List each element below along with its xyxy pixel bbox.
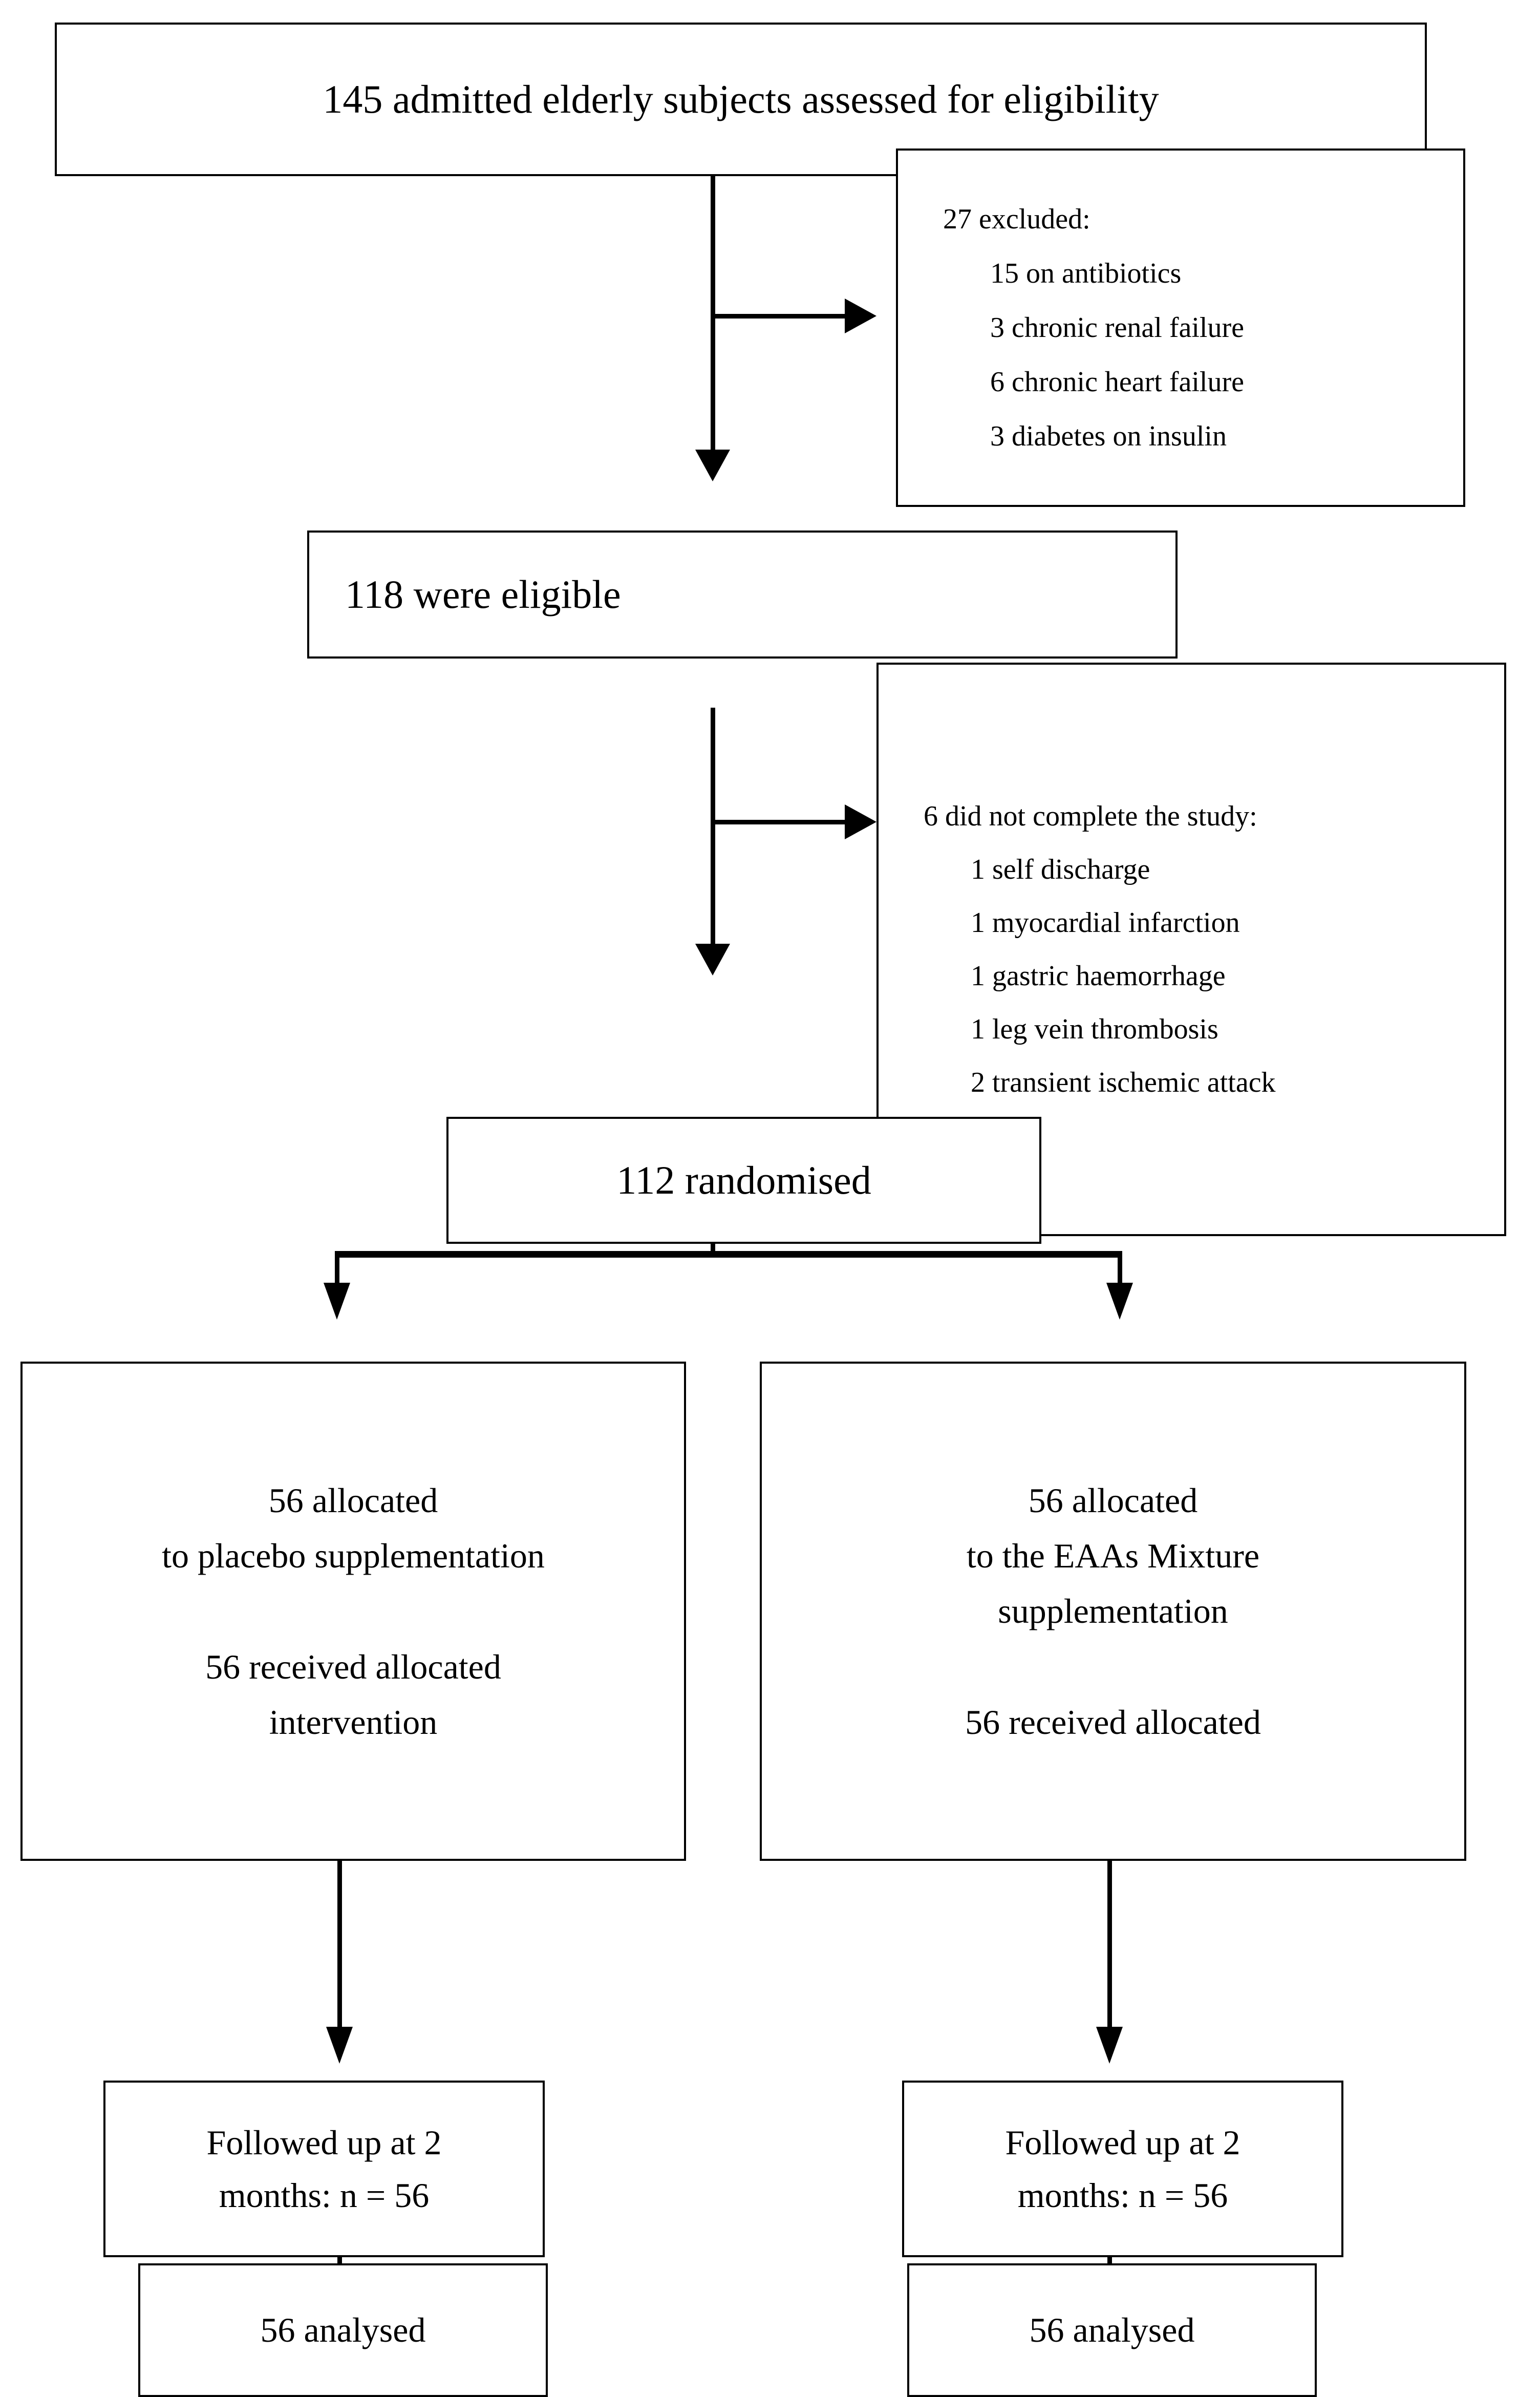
followup-eaas-line: months: n = 56 <box>1017 2175 1228 2215</box>
followup-eaas-line: Followed up at 2 <box>1005 2123 1240 2162</box>
node-followup-placebo: Followed up at 2 months: n = 56 <box>103 2081 545 2257</box>
node-not-completed-heading: 6 did not complete the study: <box>924 800 1257 832</box>
arrow-assessed-to-eligible <box>695 450 730 481</box>
followup-placebo-line: Followed up at 2 <box>206 2123 442 2162</box>
arrow-eligible-to-randomised <box>695 944 730 975</box>
connector-placebo-to-followup <box>337 1861 342 2030</box>
allocation-eaas-line: 56 allocated <box>1028 1480 1198 1520</box>
node-analysed-eaas: 56 analysed <box>907 2263 1317 2397</box>
allocation-placebo-line: 56 received allocated <box>205 1647 501 1686</box>
allocation-placebo-line: 56 allocated <box>268 1480 438 1520</box>
node-allocation-eaas: 56 allocated to the EAAs Mixture supplem… <box>760 1362 1466 1861</box>
allocation-placebo-line: to placebo supplementation <box>162 1536 545 1576</box>
allocation-eaas-line: supplementation <box>998 1592 1228 1631</box>
node-excluded: 27 excluded: 15 on antibiotics 3 chronic… <box>896 149 1465 507</box>
connector-split-right-drop <box>1118 1251 1122 1287</box>
node-randomised-text: 112 randomised <box>616 1157 871 1202</box>
allocation-eaas-line: to the EAAs Mixture <box>966 1536 1260 1576</box>
node-assessed-for-eligibility: 145 admitted elderly subjects assessed f… <box>55 23 1427 176</box>
connector-split-left-drop <box>335 1251 339 1287</box>
not-completed-item: 1 myocardial infarction <box>971 906 1240 939</box>
node-eligible-text: 118 were eligible <box>345 571 621 617</box>
node-excluded-heading: 27 excluded: <box>943 203 1090 235</box>
allocation-placebo-line: intervention <box>269 1702 438 1742</box>
node-eligible: 118 were eligible <box>307 531 1178 659</box>
excluded-item: 3 chronic renal failure <box>990 311 1244 344</box>
excluded-item: 6 chronic heart failure <box>990 366 1244 398</box>
node-randomised: 112 randomised <box>446 1117 1041 1244</box>
not-completed-item: 1 gastric haemorrhage <box>971 960 1226 992</box>
arrow-placebo-to-followup <box>326 2027 353 2064</box>
not-completed-item: 1 leg vein thrombosis <box>971 1013 1218 1046</box>
not-completed-item: 1 self discharge <box>971 853 1150 885</box>
excluded-item: 15 on antibiotics <box>990 257 1182 289</box>
followup-placebo-line: months: n = 56 <box>219 2175 430 2215</box>
not-completed-item: 2 transient ischemic attack <box>971 1067 1276 1099</box>
node-followup-eaas: Followed up at 2 months: n = 56 <box>902 2081 1343 2257</box>
connector-excluded-branch <box>711 314 849 319</box>
arrow-to-excluded-box <box>845 299 876 333</box>
node-assessed-text: 145 admitted elderly subjects assessed f… <box>323 76 1159 121</box>
arrow-randomised-to-placebo-arm <box>324 1283 350 1320</box>
excluded-item: 3 diabetes on insulin <box>990 420 1227 453</box>
arrow-to-not-completed-box <box>845 804 876 839</box>
arrow-eaas-to-followup <box>1096 2027 1123 2064</box>
node-analysed-eaas-text: 56 analysed <box>1029 2310 1195 2350</box>
arrow-randomised-to-eaas-arm <box>1106 1283 1133 1320</box>
allocation-eaas-line: 56 received allocated <box>965 1702 1261 1742</box>
connector-not-completed-branch <box>711 820 849 824</box>
connector-eaas-to-followup <box>1107 1861 1112 2030</box>
node-analysed-placebo: 56 analysed <box>138 2263 548 2397</box>
node-analysed-placebo-text: 56 analysed <box>260 2310 426 2350</box>
connector-randomised-split-bar <box>335 1251 1122 1258</box>
connector-eligible-to-randomised-stem <box>711 708 715 947</box>
node-allocation-placebo: 56 allocated to placebo supplementation … <box>20 1362 686 1861</box>
connector-randomised-drop <box>711 1244 715 1255</box>
